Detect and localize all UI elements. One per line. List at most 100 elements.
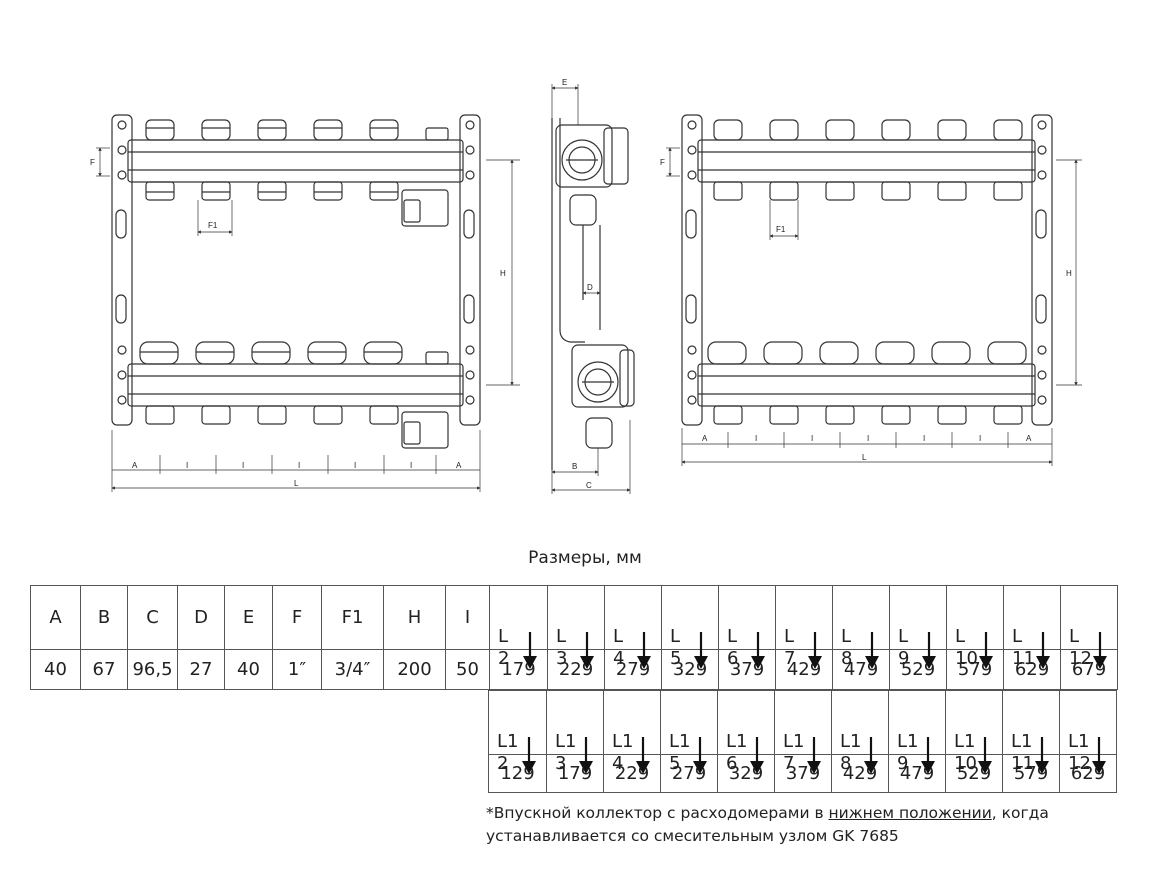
l1-value-cell: 629: [1059, 754, 1117, 793]
arrow-down-icon: [694, 631, 708, 669]
dim-label-L: L: [294, 479, 299, 488]
arrow-down-icon: [636, 736, 650, 774]
l-value-cell: 379: [718, 649, 776, 690]
values-row: 40 67 96,5 27 40 1″ 3/4″ 200 50 179 229 …: [30, 649, 1118, 690]
top-outlets: [145, 181, 449, 227]
arrow-down-icon: [807, 736, 821, 774]
arrow-down-icon: [580, 631, 594, 669]
value-cell: 67: [80, 649, 128, 690]
dim-label-I: I: [410, 461, 412, 470]
manifold-side-view: [551, 84, 635, 494]
dim-label-I: I: [979, 434, 981, 443]
value-cell: 40: [224, 649, 273, 690]
arrow-down-icon: [808, 631, 822, 669]
footnote-text: *Впускной коллектор с расходомерами в: [486, 804, 829, 822]
dim-label-A-left: A: [132, 461, 138, 470]
arrow-down-icon: [864, 736, 878, 774]
dim-label-F1: F1: [208, 221, 218, 230]
arrow-down-icon: [637, 631, 651, 669]
arrow-down-icon: [979, 631, 993, 669]
manifold-front-view-right: [666, 114, 1082, 466]
value-cell: 200: [383, 649, 446, 690]
dim-label-F: F: [660, 158, 665, 167]
arrow-down-icon: [1092, 736, 1106, 774]
arrow-down-icon: [978, 736, 992, 774]
right-bracket: [459, 114, 481, 426]
l-value-cell: 529: [889, 649, 947, 690]
dim-label-A-right: A: [1026, 434, 1032, 443]
l-value-cell: 679: [1060, 649, 1118, 690]
header-cell: A: [30, 585, 81, 650]
dim-label-I: I: [186, 461, 188, 470]
dim-label-L: L: [862, 453, 867, 462]
value-cell: 3/4″: [321, 649, 384, 690]
manifold-front-view-left: [96, 114, 520, 492]
dim-label-B: B: [572, 462, 577, 471]
dim-label-F: F: [90, 158, 95, 167]
dim-label-H: H: [1066, 269, 1072, 278]
arrow-down-icon: [921, 736, 935, 774]
header-cell: I: [445, 585, 490, 650]
footnote: *Впускной коллектор с расходомерами в ни…: [486, 802, 1106, 848]
bottom-flow-meters: [139, 341, 449, 365]
l1-value-cell: 229: [603, 754, 661, 793]
arrow-down-icon: [1036, 631, 1050, 669]
header-cell: F: [272, 585, 322, 650]
arrow-down-icon: [523, 631, 537, 669]
arrow-down-icon: [579, 736, 593, 774]
l1-value-cell: 429: [831, 754, 889, 793]
dim-label-D: D: [587, 283, 593, 292]
l-value-cell: 429: [775, 649, 833, 690]
arrow-down-icon: [1093, 631, 1107, 669]
l-value-cell: 479: [832, 649, 890, 690]
dim-label-I: I: [242, 461, 244, 470]
dim-label-A-right: A: [456, 461, 462, 470]
bottom-manifold-bar: [127, 363, 464, 407]
table-title: Размеры, мм: [528, 548, 642, 568]
l-value-cell: 279: [604, 649, 662, 690]
footnote-text: , когда устанавливается со смесительным …: [486, 804, 1049, 845]
header-cell: F1: [321, 585, 384, 650]
header-cell: D: [177, 585, 225, 650]
dim-label-C: C: [586, 481, 592, 490]
dim-label-I: I: [923, 434, 925, 443]
l-value-cell: 179: [489, 649, 548, 690]
top-manifold-bar: [127, 139, 464, 183]
arrow-down-icon: [1035, 736, 1049, 774]
dim-label-I: I: [867, 434, 869, 443]
l1-value-cell: 479: [888, 754, 946, 793]
header-cell: H: [383, 585, 446, 650]
dim-label-H: H: [500, 269, 506, 278]
dim-label-I: I: [755, 434, 757, 443]
arrow-down-icon: [522, 736, 536, 774]
top-valve-caps: [145, 119, 449, 141]
dim-label-I: I: [811, 434, 813, 443]
dim-label-E: E: [562, 78, 567, 87]
dim-label-I: I: [298, 461, 300, 470]
header-cell: B: [80, 585, 128, 650]
value-cell: 50: [445, 649, 490, 690]
arrow-down-icon: [751, 631, 765, 669]
bottom-outlets: [145, 405, 449, 449]
